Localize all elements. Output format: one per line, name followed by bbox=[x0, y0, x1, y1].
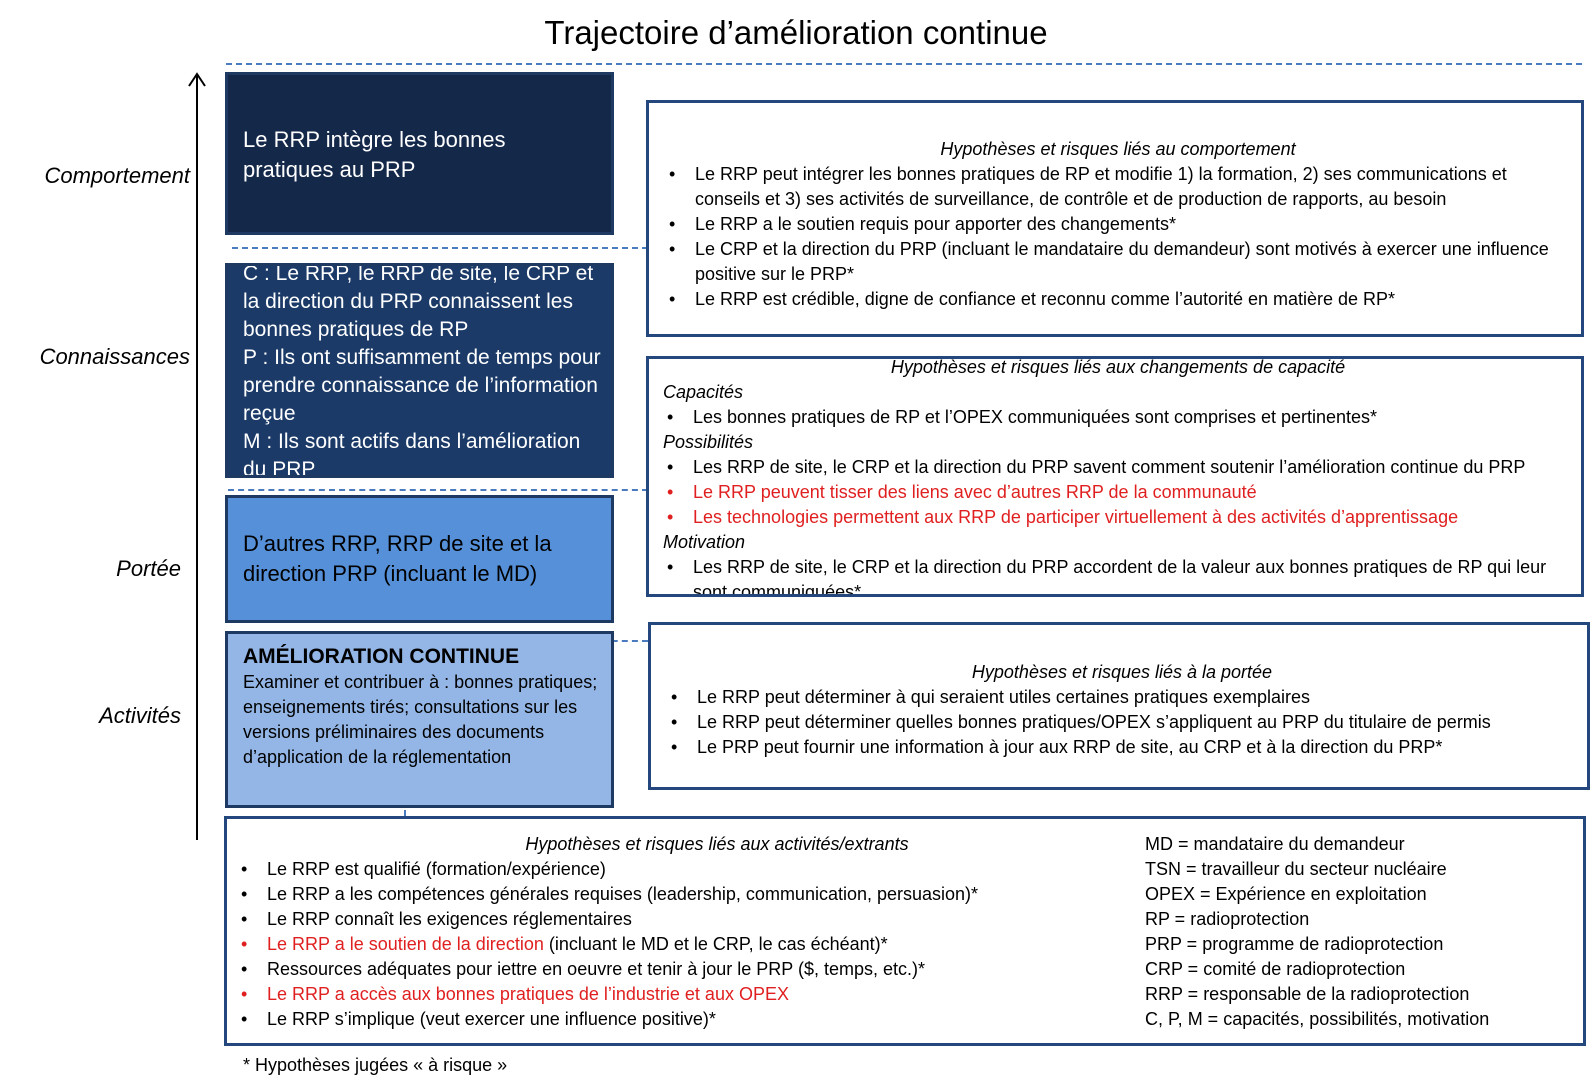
level-portee: Portée bbox=[116, 556, 181, 581]
hyp-portee-title: Hypothèses et risques liés à la portée bbox=[971, 662, 1273, 682]
box-portee-text: D’autres RRP, RRP de site et la directio… bbox=[243, 531, 552, 586]
glossary-item: TSN = travailleur du secteur nucléaire bbox=[1145, 859, 1447, 879]
list-item-risk: Le RRP a le soutien de la direction (inc… bbox=[237, 932, 1117, 957]
box-comportement: Le RRP intègre les bonnes pratiques au P… bbox=[225, 72, 614, 235]
level-comportement: Comportement bbox=[44, 163, 190, 188]
activites-body: Examiner et contribuer à : bonnes pratiq… bbox=[243, 672, 598, 767]
box-comportement-text: Le RRP intègre les bonnes pratiques au P… bbox=[243, 127, 506, 182]
glossary-item: RRP = responsable de la radioprotection bbox=[1145, 984, 1470, 1004]
divider-connaissances bbox=[228, 489, 648, 491]
risk-text: Le RRP a le soutien de la direction bbox=[267, 934, 544, 954]
list-item: Ressources adéquates pour iettre en oeuv… bbox=[237, 957, 1117, 982]
list-item: Le RRP est qualifié (formation/expérienc… bbox=[237, 857, 1117, 882]
possibilites-label: Possibilités bbox=[663, 432, 754, 452]
box-connaissances: C : Le RRP, le RRP de site, le CRP et la… bbox=[225, 263, 614, 478]
list-item: Le RRP a les compétences générales requi… bbox=[237, 882, 1117, 907]
hyp-capacite-box: Hypothèses et risques liés aux changemen… bbox=[646, 356, 1584, 597]
list-item: Le RRP s’implique (veut exercer une infl… bbox=[237, 1007, 1117, 1032]
list-item-risk: Les technologies permettent aux RRP de p… bbox=[663, 505, 1573, 530]
list-item: Le RRP a le soutien requis pour apporter… bbox=[665, 212, 1571, 237]
up-arrow-icon bbox=[188, 72, 206, 840]
glossary-item: MD = mandataire du demandeur bbox=[1145, 834, 1405, 854]
list-item: Les RRP de site, le CRP et la direction … bbox=[663, 555, 1573, 594]
list-item: Les bonnes pratiques de RP et l’OPEX com… bbox=[663, 405, 1573, 430]
glossary: MD = mandataire du demandeur TSN = trava… bbox=[1145, 832, 1575, 1032]
hyp-comportement-title: Hypothèses et risques liés au comporteme… bbox=[940, 139, 1296, 159]
level-connaissances: Connaissances bbox=[39, 344, 190, 369]
glossary-item: C, P, M = capacités, possibilités, motiv… bbox=[1145, 1009, 1490, 1029]
list-item-risk: Le RRP peuvent tisser des liens avec d’a… bbox=[663, 480, 1573, 505]
hyp-comportement-box: Hypothèses et risques liés au comporteme… bbox=[646, 100, 1584, 337]
glossary-item: PRP = programme de radioprotection bbox=[1145, 934, 1444, 954]
hyp-activites-box: Hypothèses et risques liés aux activités… bbox=[224, 816, 1586, 1046]
level-activites: Activités bbox=[99, 703, 181, 728]
glossary-item: CRP = comité de radioprotection bbox=[1145, 959, 1406, 979]
hyp-capacite-title: Hypothèses et risques liés aux changemen… bbox=[890, 357, 1346, 377]
list-item-risk: Le RRP a accès aux bonnes pratiques de l… bbox=[237, 982, 1117, 1007]
connaissances-m: M : Ils sont actifs dans l’amélioration … bbox=[243, 430, 581, 478]
box-portee: D’autres RRP, RRP de site et la directio… bbox=[225, 495, 614, 623]
glossary-item: OPEX = Expérience en exploitation bbox=[1145, 884, 1427, 904]
list-item: Le RRP connaît les exigences réglementai… bbox=[237, 907, 1117, 932]
diagram-title: Trajectoire d’amélioration continue bbox=[544, 14, 1048, 51]
list-item: Le RRP peut déterminer à qui seraient ut… bbox=[667, 685, 1577, 710]
list-item: Les RRP de site, le CRP et la direction … bbox=[663, 455, 1573, 480]
list-item: Le PRP peut fournir une information à jo… bbox=[667, 735, 1577, 760]
glossary-item: RP = radioprotection bbox=[1145, 909, 1310, 929]
list-item: Le RRP peut intégrer les bonnes pratique… bbox=[665, 162, 1571, 212]
list-item: Le RRP est crédible, digne de confiance … bbox=[665, 287, 1571, 312]
list-item: Le CRP et la direction du PRP (incluant … bbox=[665, 237, 1571, 287]
item-rest: (incluant le MD et le CRP, le cas échéan… bbox=[543, 934, 888, 954]
motivation-label: Motivation bbox=[663, 532, 746, 552]
list-item: Le RRP peut déterminer quelles bonnes pr… bbox=[667, 710, 1577, 735]
connaissances-p: P : Ils ont suffisamment de temps pour p… bbox=[243, 346, 601, 425]
hyp-portee-box: Hypothèses et risques liés à la portée L… bbox=[648, 622, 1590, 790]
box-activites: AMÉLIORATION CONTINUE Examiner et contri… bbox=[225, 631, 614, 808]
hyp-activites-title: Hypothèses et risques liés aux activités… bbox=[525, 834, 909, 854]
divider-comportement bbox=[232, 247, 648, 249]
hyp-activites-column: Hypothèses et risques liés aux activités… bbox=[237, 832, 1117, 1032]
footnote: * Hypothèses jugées « à risque » bbox=[243, 1055, 508, 1075]
activites-title: AMÉLIORATION CONTINUE bbox=[243, 645, 520, 668]
connaissances-c: C : Le RRP, le RRP de site, le CRP et la… bbox=[243, 263, 594, 341]
top-dashed-line bbox=[226, 63, 1582, 65]
capacites-label: Capacités bbox=[663, 382, 744, 402]
